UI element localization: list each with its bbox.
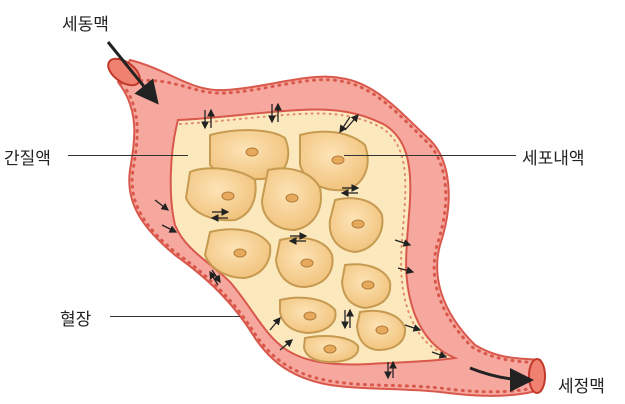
intracellular-leader-line bbox=[344, 155, 516, 156]
plasma-label: 혈장 bbox=[60, 305, 91, 330]
intracellular-label: 세포내액 bbox=[522, 144, 585, 169]
venule-opening bbox=[529, 359, 545, 393]
interstitial-label: 간질액 bbox=[4, 144, 51, 169]
arteriole-label: 세동맥 bbox=[62, 10, 109, 35]
plasma-leader-line bbox=[110, 316, 240, 317]
interstitial-leader-line bbox=[68, 155, 188, 156]
venule-label: 세정맥 bbox=[558, 372, 605, 397]
